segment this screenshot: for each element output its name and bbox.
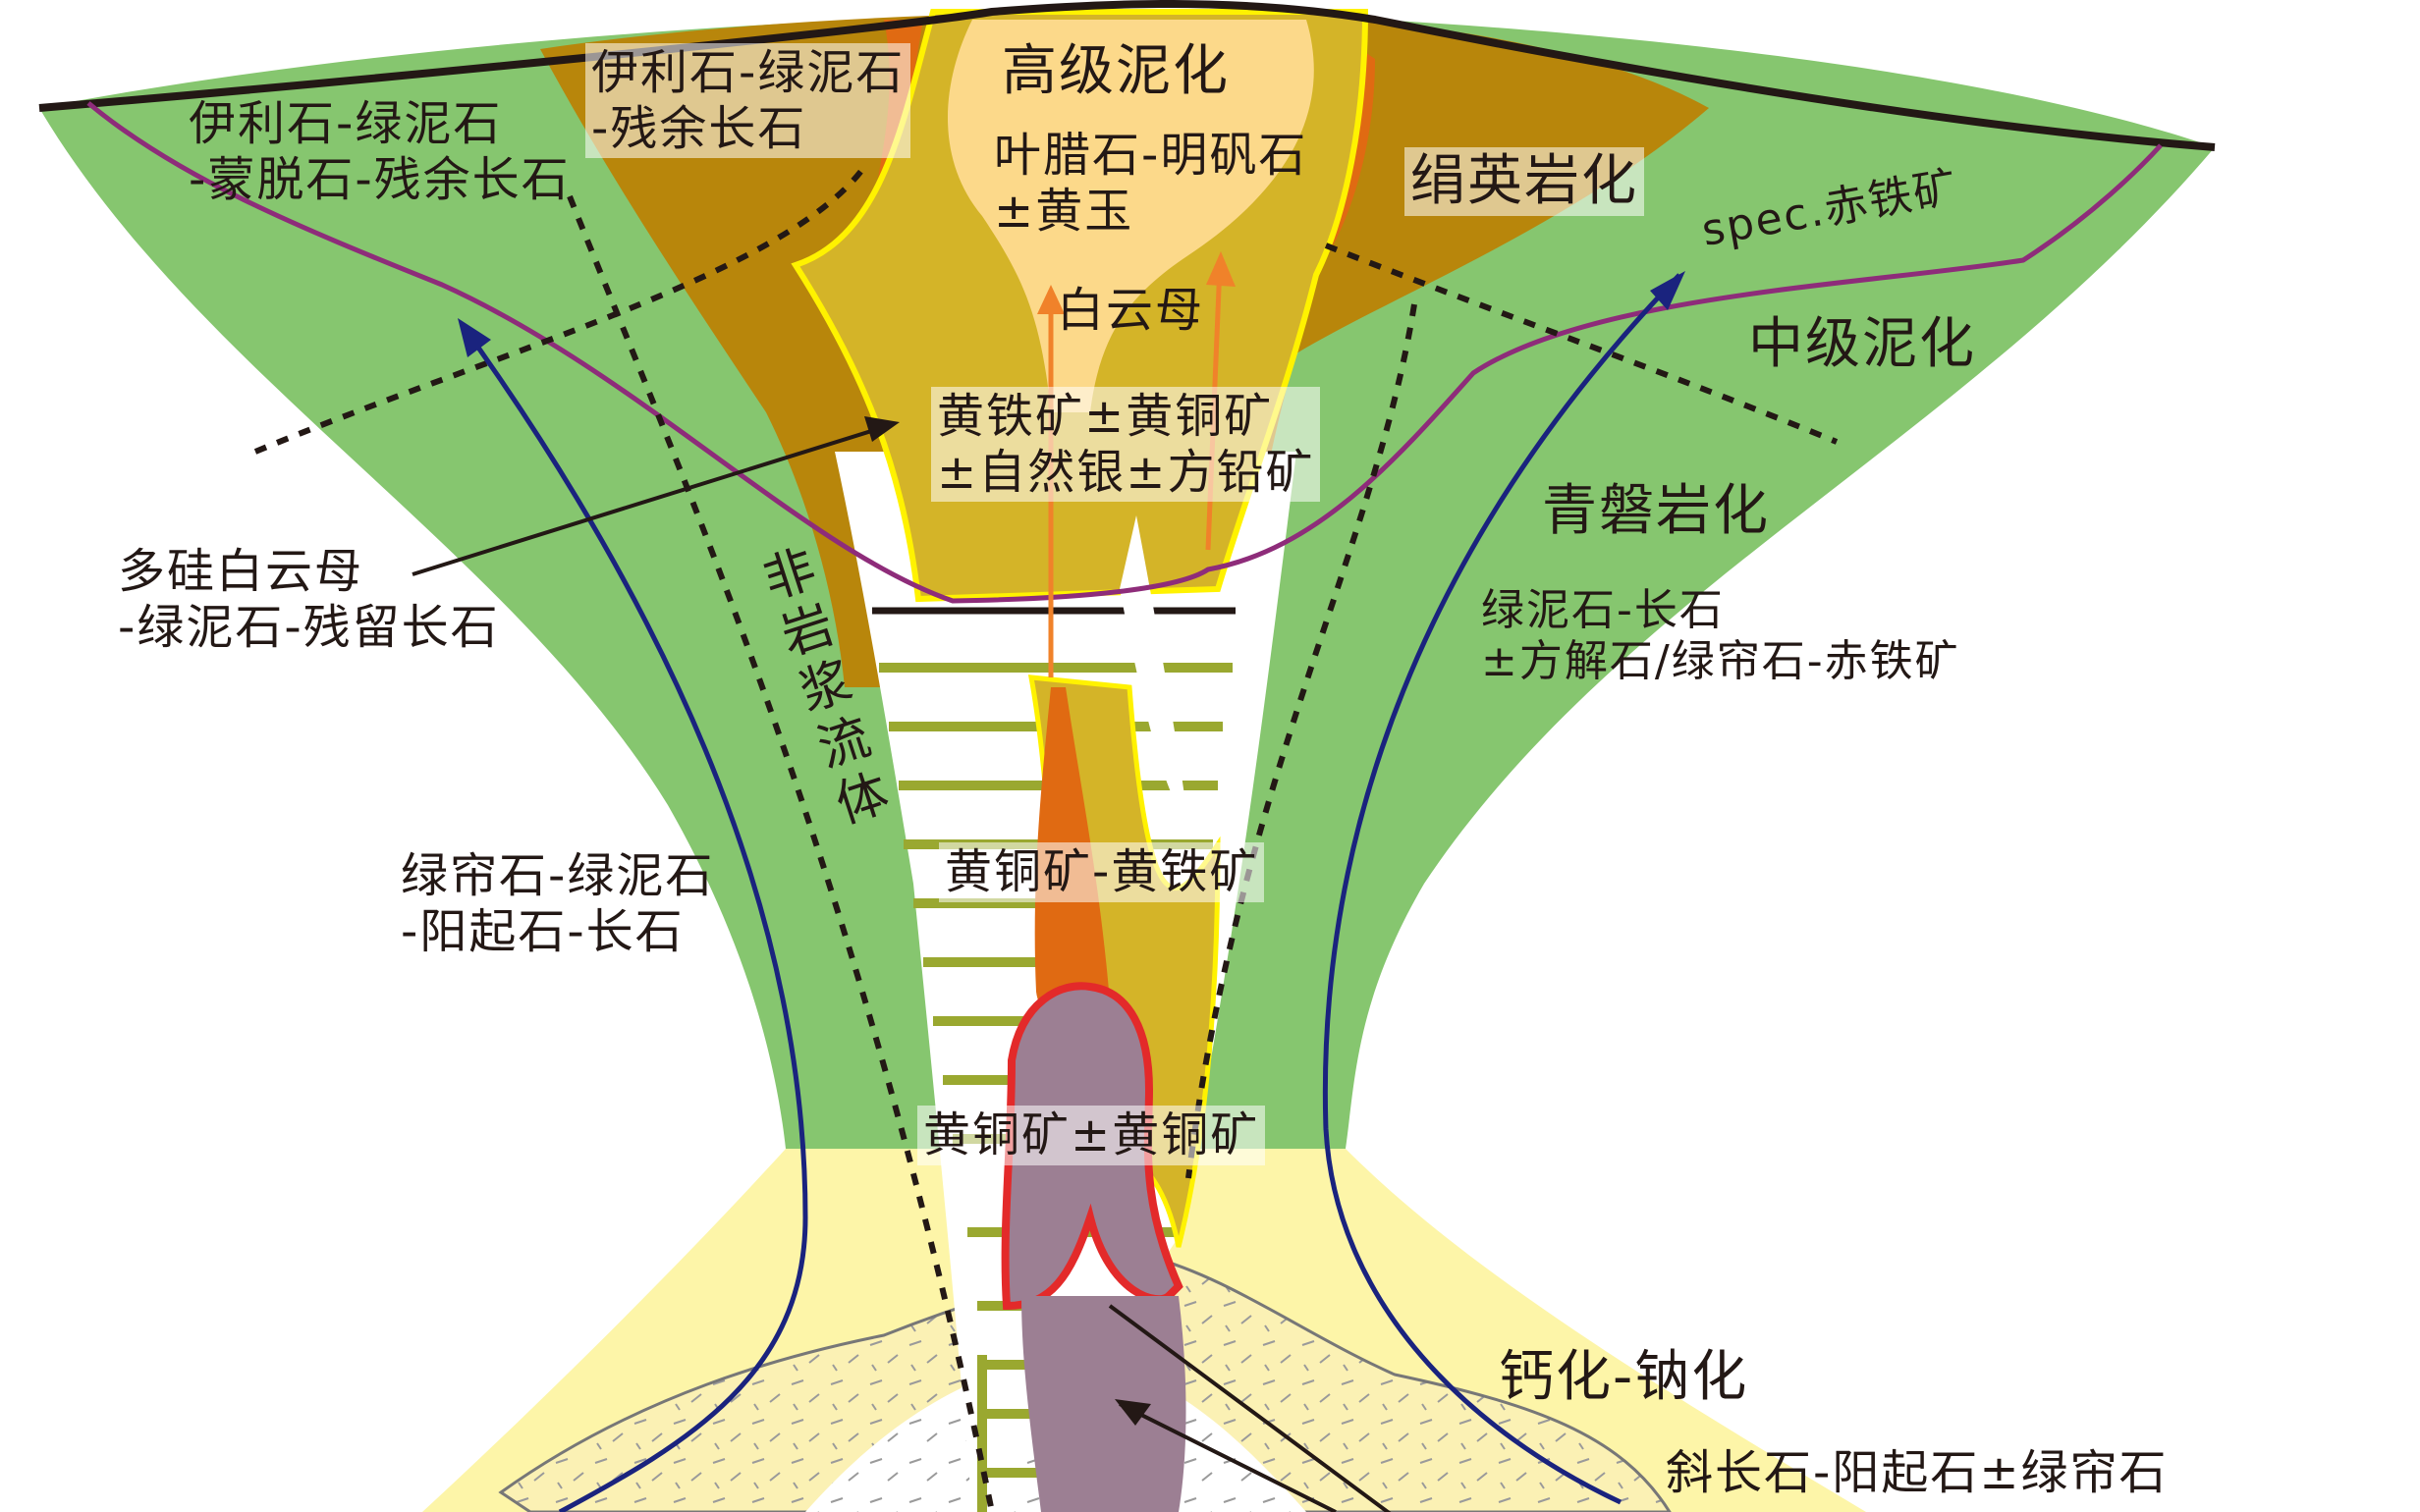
white-spike: [1120, 515, 1188, 825]
fluid-arrow-right-head: [1650, 271, 1685, 310]
chlorite-feldspar-calcite-label: 绿泥石-长石 ±方解石/绿帘石-赤铁矿: [1481, 585, 1960, 686]
illite-chlorite-smectite-label: 伊利石-绿泥石 -蒙脱石-残余长石: [189, 96, 571, 207]
pyrite-chalcopyrite-silver-label: 黄铁矿±黄铜矿 ±自然银±方铅矿: [931, 387, 1321, 503]
fluid-paths: [459, 273, 1681, 1512]
pyrophyllite-alunite-label: 叶腊石-明矾石 ±黄玉: [994, 128, 1308, 239]
magmatic-arrow-2-head: [1206, 251, 1236, 287]
calcic-sodic-label: 钙化-钠化: [1499, 1345, 1749, 1409]
intermediate-argillic-label: 中级泥化: [1748, 312, 1976, 376]
porphyry-stem: [1021, 1296, 1186, 1512]
illite-chlorite-feldspar-label: 伊利石-绿泥石 -残余长石: [585, 43, 911, 159]
propylitic-label: 青磐岩化: [1542, 479, 1770, 543]
leader-arrow-head-2: [1115, 1399, 1151, 1426]
sericitic-label: 绢英岩化: [1404, 147, 1644, 217]
epidote-chlorite-actinolite-label: 绿帘石-绿泥石 -阳起石-长石: [401, 848, 715, 959]
phengite-chlorite-label: 多硅白云母 -绿泥石-残留长石: [118, 544, 500, 655]
chalcopyrite-pyrite-label: 黄铜矿-黄铁矿: [939, 842, 1265, 902]
plagioclase-actinolite-label: 斜长石-阳起石±绿帘石: [1666, 1445, 2169, 1500]
hematite-boundary: [86, 101, 2163, 604]
leader-lines: [412, 425, 1392, 1512]
chalcopyrite-chalcopyrite-label: 黄铜矿±黄铜矿: [917, 1106, 1266, 1165]
dashed-boundaries: [253, 165, 1839, 1512]
fluid-arrow-left-head: [458, 318, 491, 357]
ground-surface: [38, 0, 2216, 151]
advanced-argillic-label: 高级泥化: [1002, 39, 1230, 103]
leader-arrow-head: [864, 416, 900, 442]
magmatic-arrow-1-head: [1037, 285, 1065, 314]
muscovite-label: 白云母: [1057, 283, 1205, 338]
